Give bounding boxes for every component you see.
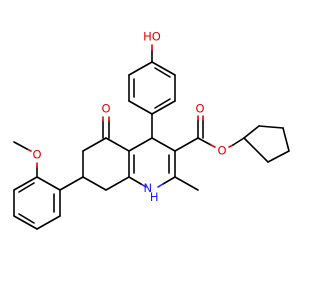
bond [82, 176, 107, 191]
double-bond-inner [18, 182, 35, 193]
molecule-drawing: HO HN O O [13, 30, 290, 230]
nh-label: HN [144, 181, 159, 204]
bond [162, 176, 176, 185]
bond [128, 176, 142, 185]
ester-carbonyl-o-label: O [195, 102, 204, 116]
ester-ether-o-label: O [217, 144, 226, 158]
bond [36, 176, 61, 191]
hydroxyphenyl-ring [128, 61, 176, 115]
bond [105, 176, 130, 191]
bond [105, 137, 130, 152]
bond [128, 100, 153, 115]
bond [258, 125, 284, 129]
bond [128, 61, 153, 76]
double-bond-inner [154, 98, 171, 109]
structure-canvas: HO HN O O [13, 29, 290, 230]
bond [140, 183, 147, 188]
methyl-bond [174, 176, 199, 191]
cyclopentyl-ring [243, 125, 290, 163]
bond [157, 183, 164, 188]
hydroxyl-label: HO [143, 30, 161, 44]
bond [174, 137, 199, 152]
dihydropyridine-ring [128, 137, 176, 188]
bond [151, 61, 176, 76]
bond [210, 144, 216, 148]
bond [128, 137, 153, 152]
methoxyphenyl-ring [13, 176, 61, 230]
bond [243, 137, 269, 163]
bond [267, 150, 290, 163]
bond [59, 176, 84, 191]
bond [243, 125, 260, 139]
bond [36, 215, 61, 230]
double-bond-inner [154, 67, 171, 78]
bond [151, 100, 176, 115]
bond [13, 215, 38, 230]
bond [13, 176, 38, 191]
double-bond-inner [18, 213, 35, 224]
bond [197, 137, 212, 146]
cyclohexenone-ring [82, 137, 130, 191]
ketone-o-label: O [101, 102, 110, 116]
bond [282, 127, 290, 152]
methoxy-methyl-bond [13, 141, 28, 150]
bond [232, 137, 245, 146]
bond [151, 137, 176, 152]
bond [82, 137, 107, 152]
methoxy-o-label: O [32, 148, 41, 162]
